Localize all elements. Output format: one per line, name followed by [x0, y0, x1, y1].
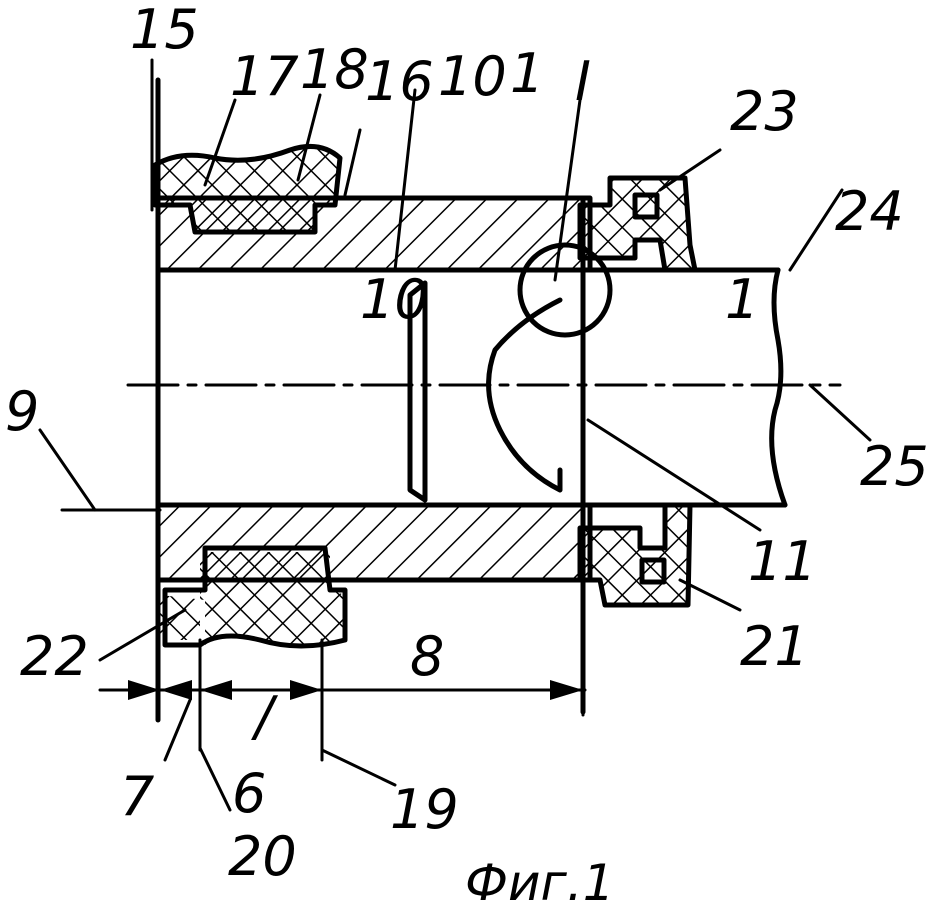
label-18: 18: [300, 38, 369, 101]
label-1-small: /: [251, 685, 279, 748]
label-22: 22: [20, 625, 89, 688]
label-24-inner: 1: [725, 268, 759, 331]
label-1: 1: [510, 42, 544, 105]
label-19: 19: [390, 778, 459, 841]
label-17: 17: [230, 45, 299, 108]
label-10-top: 10: [438, 45, 507, 108]
label-15: 15: [130, 0, 199, 61]
label-23: 23: [730, 80, 799, 143]
label-24: 24: [835, 180, 904, 243]
inner-curve: [489, 300, 560, 490]
label-9: 9: [5, 380, 39, 443]
label-20: 20: [228, 825, 297, 888]
lower-nut: [580, 505, 690, 605]
label-detail-I: I: [575, 50, 591, 113]
label-10-inner: 10: [360, 268, 429, 331]
figure-caption: Фиг.1: [465, 854, 615, 912]
label-25: 25: [860, 435, 929, 498]
label-8: 8: [410, 625, 444, 688]
sleeve-body: [160, 198, 590, 580]
label-11: 11: [748, 530, 817, 593]
label-6: 6: [232, 762, 266, 825]
label-7: 7: [120, 765, 154, 828]
label-21: 21: [740, 615, 809, 678]
label-16: 16: [365, 50, 434, 113]
